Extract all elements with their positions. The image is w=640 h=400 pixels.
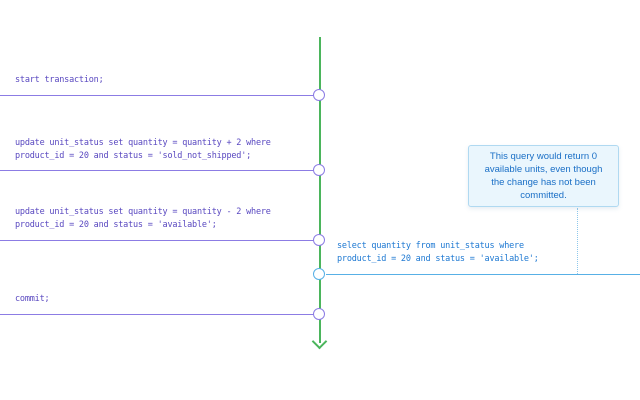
timeline-node-start-transaction (313, 89, 325, 101)
connector-line-start-transaction (0, 95, 314, 96)
sql-statement-update-plus: update unit_status set quantity = quanti… (15, 138, 271, 161)
callout-note: This query would return 0 available unit… (468, 145, 619, 207)
timeline-line (319, 37, 321, 343)
sql-statement-commit: commit; (15, 294, 50, 304)
callout-connector-line (577, 208, 578, 274)
sql-statement-start-transaction: start transaction; (15, 75, 104, 85)
connector-line-select-query (326, 274, 640, 275)
timeline-node-update-minus (313, 234, 325, 246)
connector-line-commit (0, 314, 314, 315)
arrow-down-icon (311, 333, 328, 350)
sql-statement-update-minus: update unit_status set quantity = quanti… (15, 207, 271, 230)
callout-text: This query would return 0 available unit… (484, 151, 603, 201)
timeline-node-update-plus (313, 164, 325, 176)
connector-line-update-minus (0, 240, 314, 241)
timeline-node-commit (313, 308, 325, 320)
timeline-node-select-query (313, 268, 325, 280)
connector-line-update-plus (0, 170, 314, 171)
sql-statement-select-query: select quantity from unit_status where p… (337, 241, 539, 264)
